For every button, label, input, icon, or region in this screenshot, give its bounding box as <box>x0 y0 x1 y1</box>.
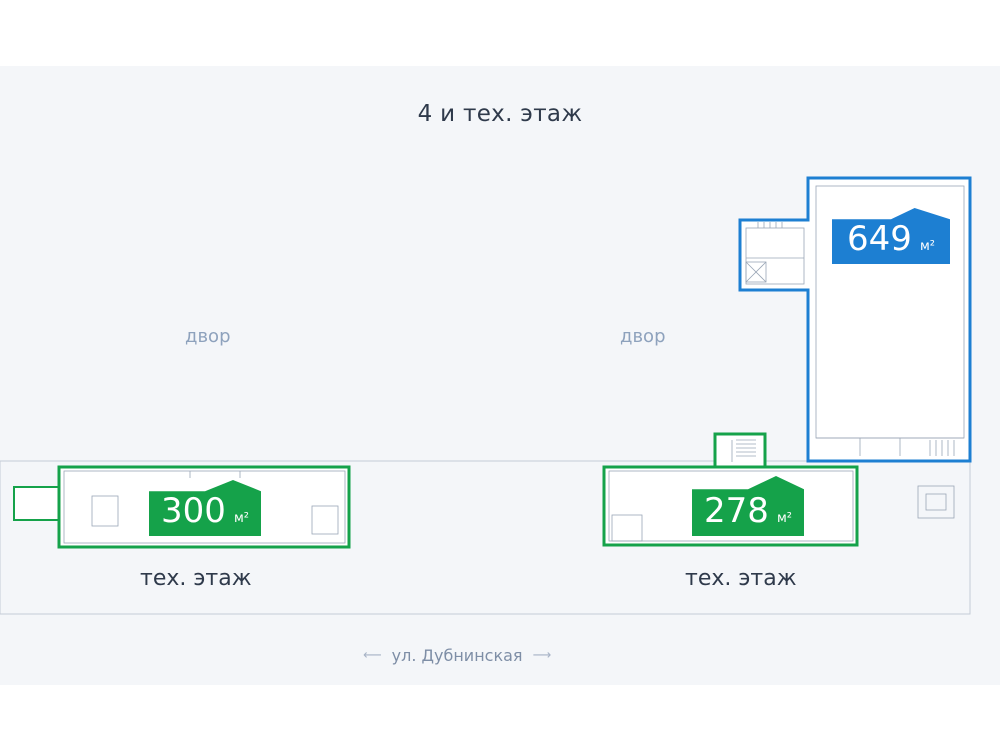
yard-label-right: двор <box>620 326 666 347</box>
area-value: 278 <box>704 491 769 531</box>
area-value: 649 <box>847 219 912 259</box>
street-label: ⟵ ул. Дубнинская ⟶ <box>363 646 608 665</box>
elevator-box <box>917 485 955 519</box>
street-name: ул. Дубнинская <box>391 646 523 665</box>
area-unit: м² <box>919 239 935 254</box>
tech-floor-label-right: тех. этаж <box>685 566 797 591</box>
arrow-left-icon: ⟵ <box>363 648 382 663</box>
tech-floor-label-left: тех. этаж <box>140 566 252 591</box>
building-outline <box>0 460 971 615</box>
arrow-right-icon: ⟶ <box>532 648 552 663</box>
area-unit: м² <box>233 511 249 526</box>
page-title: 4 и тех. этаж <box>417 101 583 127</box>
area-value: 300 <box>161 491 226 531</box>
yard-label-left: двор <box>185 326 231 347</box>
area-unit: м² <box>776 511 792 526</box>
